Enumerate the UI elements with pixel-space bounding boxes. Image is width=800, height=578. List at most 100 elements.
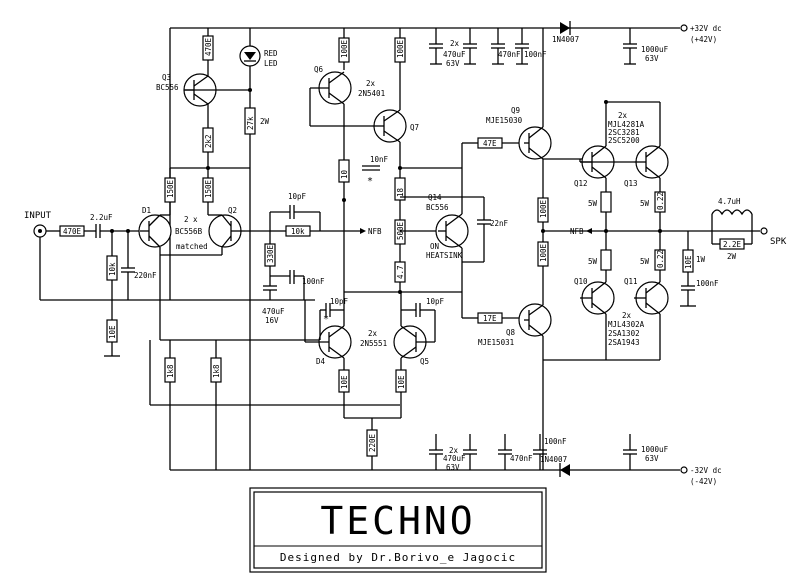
diode-bottom	[559, 463, 570, 477]
c-470u-label: 470uF	[262, 307, 285, 316]
inductor	[711, 209, 753, 216]
q6-note: 2x	[366, 79, 376, 88]
c-bot-note: 2x	[449, 446, 459, 455]
c-top2-label: 470nF	[498, 50, 521, 59]
r-022b-label: 0.22	[656, 250, 665, 268]
q6-type: 2N5401	[358, 89, 385, 98]
r-d1-label: 150E	[166, 179, 175, 198]
q14-note1: ON	[430, 242, 439, 251]
c-top4-v: 63V	[645, 54, 659, 63]
c-470u-v: 16V	[265, 316, 279, 325]
q1213-type1: MJL4281A	[608, 120, 645, 129]
r-in-label: 470E	[63, 227, 82, 236]
transistor-q8	[518, 303, 552, 337]
q5-label: Q5	[420, 357, 429, 366]
neg-rail-terminal[interactable]	[680, 466, 688, 474]
q14-note2: HEATSINK	[426, 251, 463, 260]
c-10p-a-label: 10pF	[330, 297, 349, 306]
speaker-label: SPK	[770, 237, 787, 247]
c-10p-a-star: *	[323, 314, 329, 325]
q-pair-note: 2 x	[184, 215, 198, 224]
q45-note: 2x	[368, 329, 378, 338]
q14-label: Q14	[428, 193, 442, 202]
r-bias1-label: 10E	[108, 325, 117, 339]
c-100n-out-label: 100nF	[696, 279, 719, 288]
q8-type: MJE15031	[478, 338, 514, 347]
q1213-type2: 2SC3281	[608, 128, 640, 137]
r-10e-q5-label: 10E	[397, 375, 406, 389]
c-bot3-label: 100nF	[544, 437, 567, 446]
c-bot4-label: 1000uF	[641, 445, 669, 454]
transistor-q1	[138, 214, 172, 248]
q11-label: Q11	[624, 277, 638, 286]
q1011-type2: 2SA1302	[608, 329, 640, 338]
c-bot2-label: 470nF	[510, 454, 533, 463]
pos-rail-terminal[interactable]	[680, 24, 688, 32]
r-100b-label: 100E	[539, 243, 548, 262]
q-pair-matched: matched	[176, 242, 208, 251]
q13-label: Q13	[624, 179, 638, 188]
top-supply-caps	[429, 28, 637, 65]
neg-rail-label: -32V dc	[690, 466, 722, 475]
r-1k8b-label: 1k8	[212, 364, 221, 378]
r-q6-label: 100E	[340, 39, 349, 58]
r-330-label: 330E	[266, 244, 275, 263]
nfb-out-label: NFB	[570, 227, 584, 236]
title-block-inner	[253, 491, 543, 569]
r-47e-label: 47E	[483, 139, 497, 148]
q1213-note: 2x	[618, 111, 628, 120]
c-220n-label: 220nF	[134, 271, 157, 280]
speaker-terminal[interactable]	[760, 227, 768, 235]
q9-type: MJE15030	[486, 116, 523, 125]
pos-rail-label: +32V dc	[690, 24, 722, 33]
q-pair-type: BC556B	[175, 227, 203, 236]
r-5w1-label: 5W	[588, 199, 598, 208]
c-10p-b-label: 10pF	[426, 297, 445, 306]
neg-rail-alt-label: (-42V)	[690, 477, 717, 486]
q3-type: BC556	[156, 83, 179, 92]
c-10n-label: 10nF	[370, 155, 389, 164]
r-1k8a-label: 1k8	[166, 364, 175, 378]
c-bot1-label: 470uF	[443, 454, 466, 463]
led-label-2: LED	[264, 59, 278, 68]
c-10p-fb-label: 10pF	[288, 192, 307, 201]
r-5w4-label: 5W	[640, 257, 650, 266]
c-top1-label: 470uF	[443, 50, 466, 59]
r-10e-out-label: 10E	[684, 255, 693, 269]
c-top4-label: 1000uF	[641, 45, 669, 54]
c-22n-label: 22nF	[490, 219, 509, 228]
q9-label: Q9	[511, 106, 520, 115]
r-18-label: 18	[396, 187, 405, 197]
transistor-q14	[435, 214, 469, 248]
r-q3-e-label: 470E	[204, 37, 213, 56]
r-led-label: 27k	[246, 116, 255, 130]
q4-label: D4	[316, 357, 326, 366]
r-10-label: 10	[340, 169, 349, 179]
bottom-supply-caps	[429, 434, 637, 470]
nfb-in-label: NFB	[368, 227, 382, 236]
r-in-gnd-label: 10k	[108, 262, 117, 276]
r-2w-label: 2W	[727, 252, 737, 261]
title-text: TECHNO	[320, 499, 475, 543]
c-top3-label: 100nF	[524, 50, 547, 59]
r-5w-b	[600, 249, 612, 271]
r-1w-label: 1W	[696, 255, 706, 264]
r-5w3-label: 5W	[588, 257, 598, 266]
q1213-type3: 2SC5200	[608, 136, 640, 145]
q12-label: Q12	[574, 179, 588, 188]
c-top1-v: 63V	[446, 59, 460, 68]
q45-type: 2N5551	[360, 339, 387, 348]
designer-text: Designed by Dr.Borivo_e Jagocic	[280, 551, 516, 564]
r-q7-label: 100E	[396, 39, 405, 58]
r-022a-label: 0.22	[656, 192, 665, 210]
pos-rail-alt-label: (+42V)	[690, 35, 717, 44]
r-q3-c-label: 2k2	[204, 134, 213, 148]
q2-label: Q2	[228, 206, 237, 215]
diode-bottom-label: 1N4007	[540, 455, 567, 464]
c-bot4-v: 63V	[645, 454, 659, 463]
c-10n-star: *	[367, 176, 373, 187]
diode-top	[560, 21, 571, 35]
r-5w-a	[600, 191, 612, 213]
